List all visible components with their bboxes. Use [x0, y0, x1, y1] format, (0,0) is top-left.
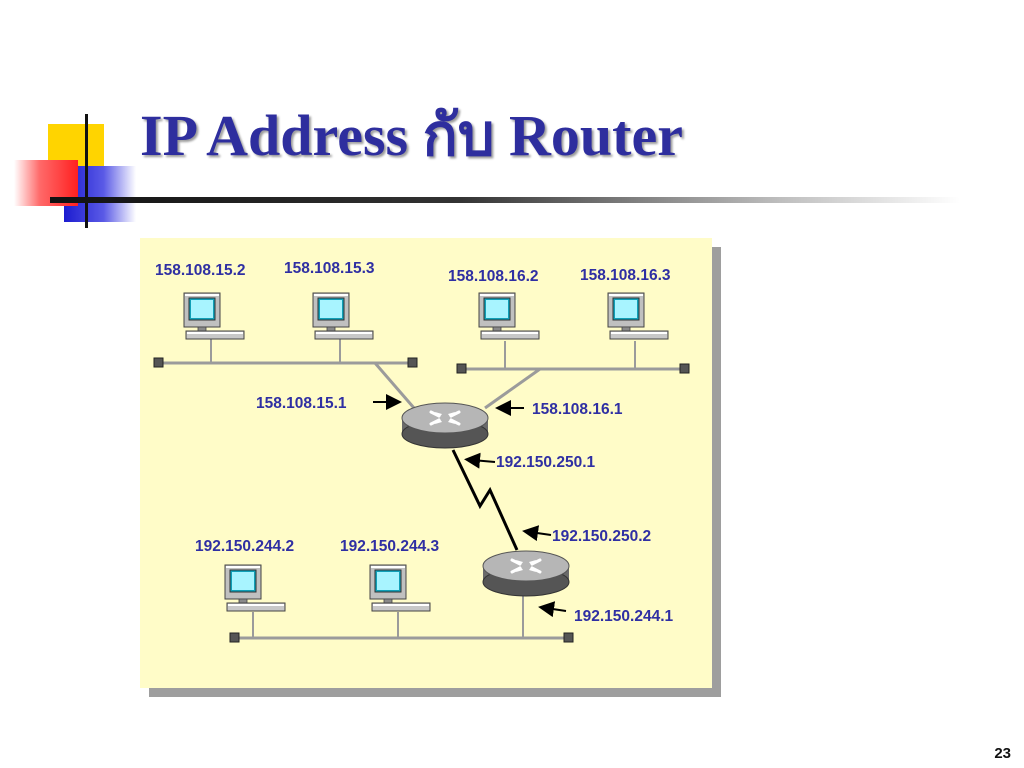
deco-vertical-line — [85, 114, 88, 228]
network-diagram: 158.108.15.2 158.108.15.3 158.108.16.2 1… — [140, 238, 712, 688]
terminator-icon — [456, 363, 467, 374]
host-ip-label: 192.150.244.3 — [340, 538, 440, 555]
computer-icon — [312, 292, 374, 340]
computer-icon — [224, 564, 286, 612]
arrow-icon — [464, 452, 496, 469]
host-ip-label: 158.108.16.2 — [448, 268, 539, 285]
host-ip-label: 158.108.16.3 — [580, 267, 671, 284]
arrow-icon — [538, 601, 567, 618]
terminator-icon — [679, 363, 690, 374]
interface-ip-label: 158.108.15.1 — [256, 395, 347, 412]
terminator-icon — [153, 357, 164, 368]
wan-serial-link — [451, 449, 519, 551]
page-number: 23 — [994, 745, 1011, 762]
router-icon — [400, 401, 490, 450]
interface-ip-label: 192.150.244.1 — [574, 608, 674, 625]
host-ip-label: 158.108.15.2 — [155, 262, 246, 279]
terminator-icon — [407, 357, 418, 368]
host-ip-label: 192.150.244.2 — [195, 538, 294, 555]
arrow-icon — [522, 525, 552, 542]
slide-title: IP Address กับ Router — [140, 103, 683, 168]
computer-icon — [183, 292, 245, 340]
host-ip-label: 158.108.15.3 — [284, 260, 375, 277]
computer-icon — [478, 292, 540, 340]
interface-ip-label: 192.150.250.2 — [552, 528, 651, 545]
link-segment-b-router1 — [484, 367, 541, 410]
router-icon — [481, 549, 571, 598]
network-segment-a — [153, 338, 418, 368]
network-segment-b — [456, 341, 690, 374]
computer-icon — [607, 292, 669, 340]
interface-ip-label: 158.108.16.1 — [532, 401, 623, 418]
terminator-icon — [229, 632, 240, 643]
interface-ip-label: 192.150.250.1 — [496, 454, 596, 471]
title-underline — [50, 197, 960, 203]
computer-icon — [369, 564, 431, 612]
terminator-icon — [563, 632, 574, 643]
network-diagram-svg: 158.108.15.2 158.108.15.3 158.108.16.2 1… — [153, 260, 690, 643]
link-segment-a-router1 — [373, 362, 416, 409]
